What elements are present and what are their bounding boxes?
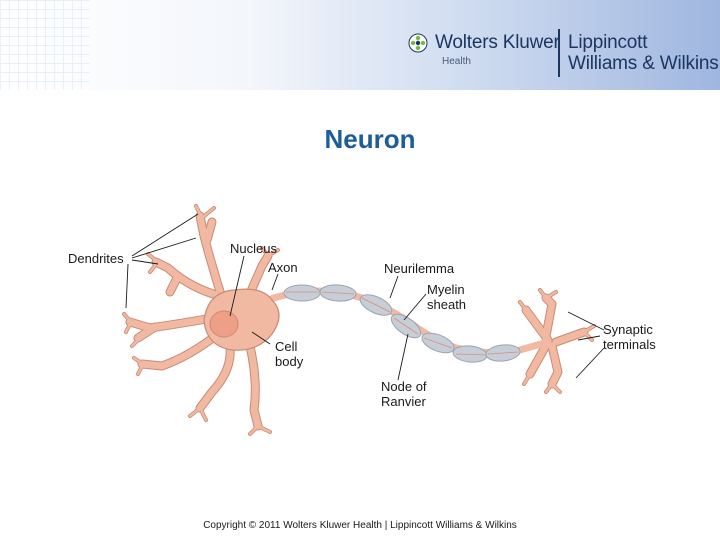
label-node-line2: Ranvier [381,394,426,409]
label-dendrites: Dendrites [68,251,124,266]
label-leader-lines [125,213,605,381]
label-synaptic-line1: Synaptic [603,322,653,337]
label-nucleus: Nucleus [230,241,277,256]
label-node-line1: Node of [381,379,427,394]
header-band: Wolters Kluwer Health Lippincott William… [0,0,720,90]
logo-divider [558,29,560,77]
label-axon: Axon [268,260,298,275]
label-neurilemma: Neurilemma [384,261,455,276]
slide-title: Neuron [324,124,416,154]
publisher-name-line1: Lippincott [568,32,648,53]
label-cell-line2: body [275,354,304,369]
wolters-kluwer-logo-icon [408,33,428,53]
nucleus [209,310,239,338]
brand-subtitle: Health [442,56,471,67]
dendrites-fill [122,204,596,436]
label-myelin-line1: Myelin [427,282,465,297]
label-synaptic-line2: terminals [603,337,656,352]
grid-decoration [0,0,90,90]
publisher-name-line2: Williams & Wilkins [568,53,719,74]
copyright-footer: Copyright © 2011 Wolters Kluwer Health |… [203,520,517,531]
myelin-sheath [283,284,521,363]
label-myelin-line2: sheath [427,297,466,312]
brand-name: Wolters Kluwer [435,32,560,53]
label-cell-line1: Cell [275,339,298,354]
neurilemma [286,291,519,356]
